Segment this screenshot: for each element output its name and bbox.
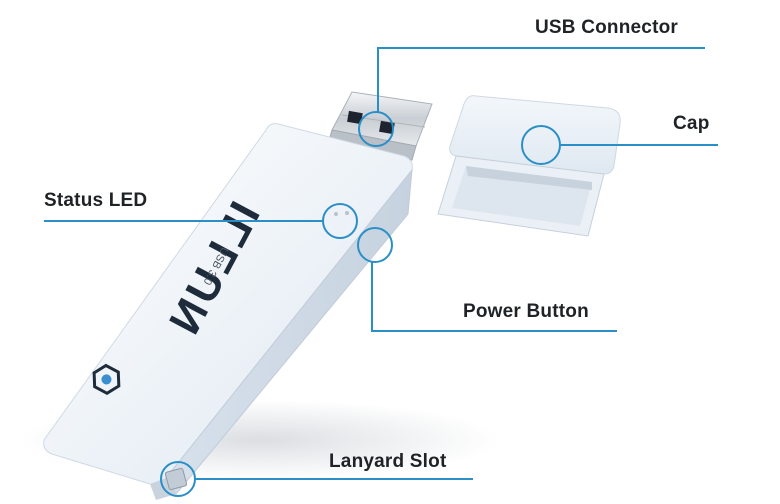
callout-usb-connector bbox=[358, 47, 705, 147]
brand-logo-icon bbox=[92, 363, 121, 396]
label-power-button: Power Button bbox=[463, 301, 589, 322]
label-usb-connector: USB Connector bbox=[535, 17, 678, 38]
status-led-dot-1 bbox=[334, 212, 338, 216]
callout-lanyard-slot bbox=[160, 461, 473, 497]
label-lanyard-slot: Lanyard Slot bbox=[329, 451, 447, 472]
drive-body bbox=[43, 123, 413, 500]
cap bbox=[437, 95, 621, 237]
label-status-led: Status LED bbox=[44, 190, 148, 211]
lanyard-slot bbox=[164, 467, 188, 491]
callout-status-led bbox=[44, 203, 358, 239]
status-led-dot-2 bbox=[345, 211, 349, 215]
label-cap: Cap bbox=[673, 113, 710, 134]
callout-power-button bbox=[357, 227, 617, 332]
callout-cap bbox=[521, 125, 718, 165]
connector-contact-left bbox=[347, 110, 363, 125]
callout-circle-power bbox=[357, 227, 393, 263]
callout-circle-usb bbox=[358, 111, 394, 147]
connector-contact-right bbox=[379, 120, 395, 135]
